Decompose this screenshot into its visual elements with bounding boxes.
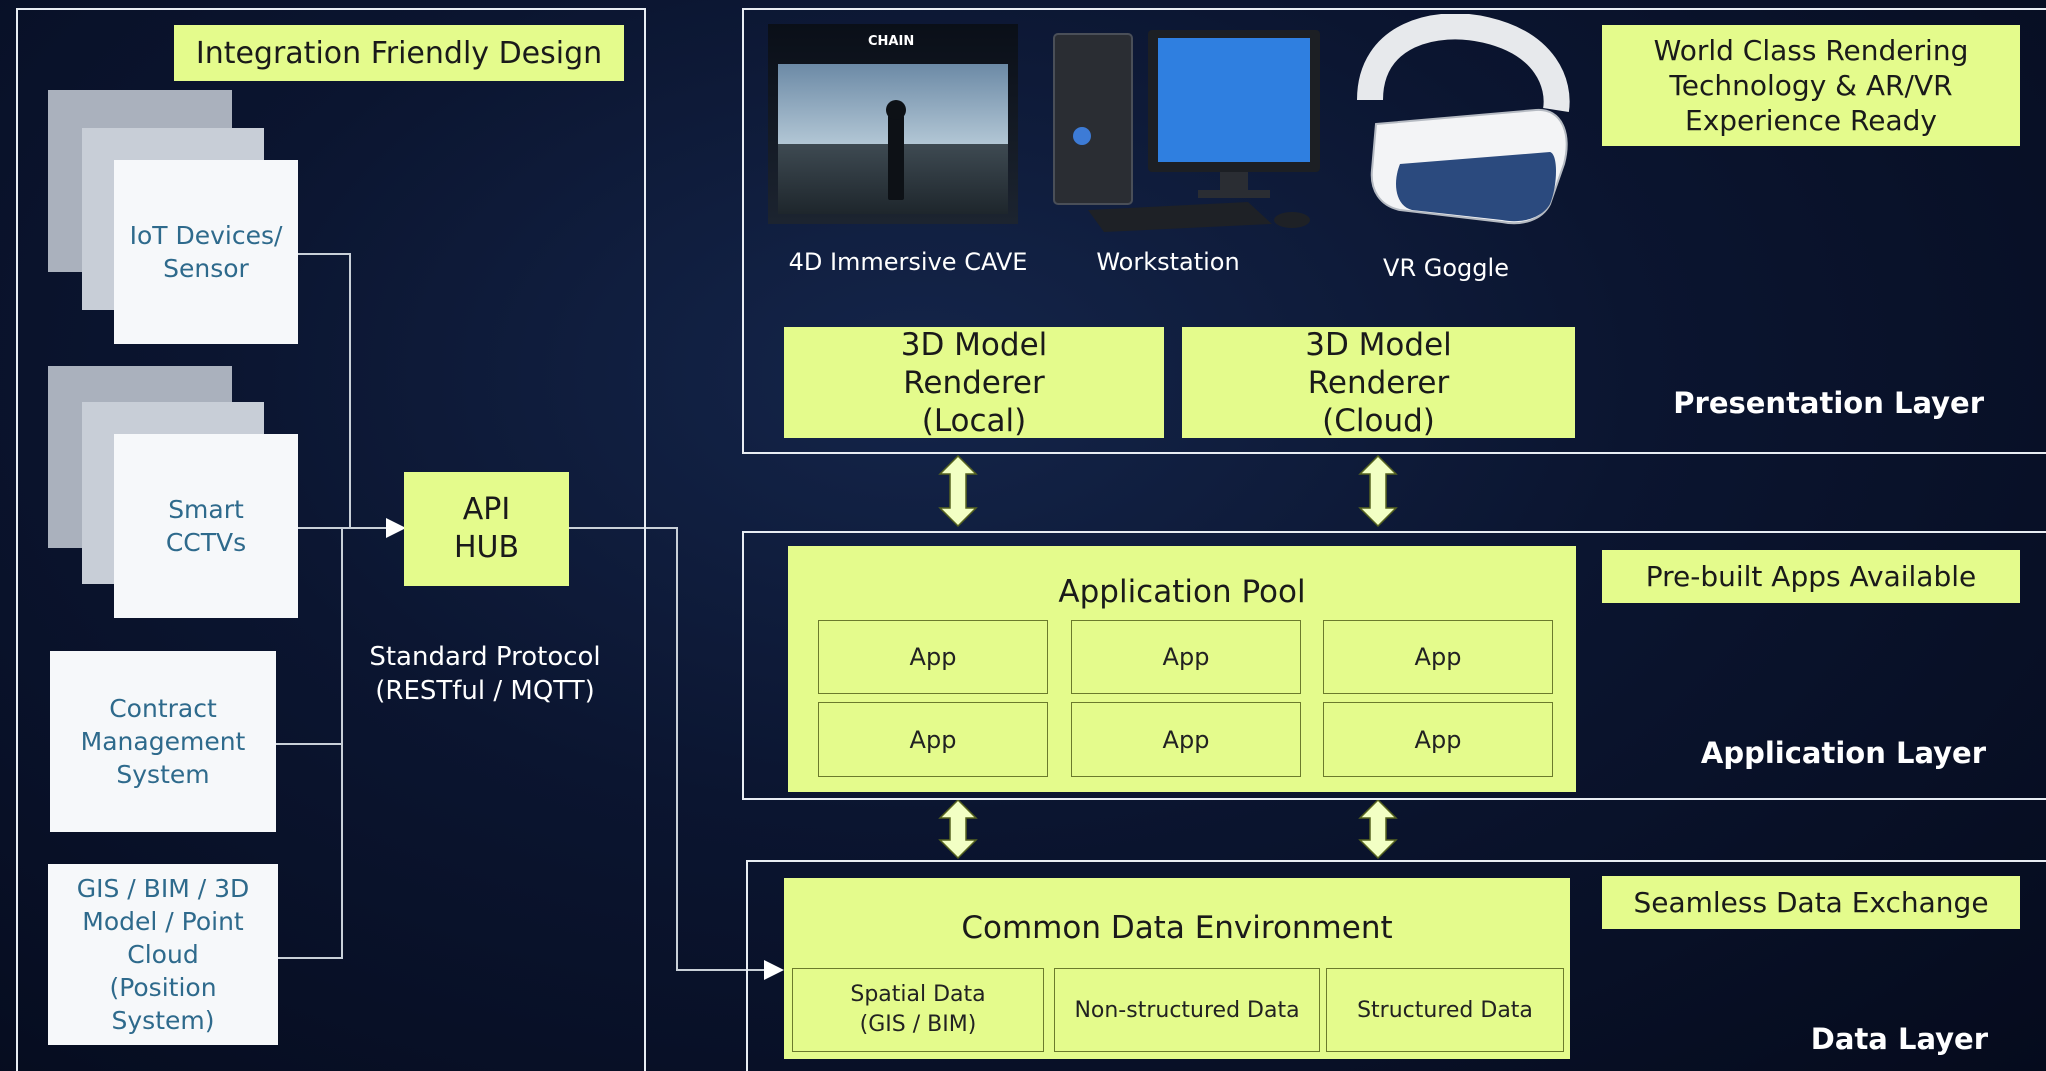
api-hub: API HUB <box>404 472 569 586</box>
integration-badge: Integration Friendly Design <box>174 25 624 81</box>
renderer-local: 3D Model Renderer (Local) <box>784 327 1164 439</box>
data-badge: Seamless Data Exchange <box>1602 876 2020 929</box>
presentation-layer-panel <box>742 8 2046 454</box>
application-pool: Application Pool App App App App App App <box>788 546 1576 792</box>
arrow-app-data-right <box>1358 798 1398 860</box>
arrow-app-data-left <box>938 798 978 860</box>
application-badge: Pre-built Apps Available <box>1602 550 2020 603</box>
app-tile: App <box>818 620 1048 694</box>
application-pool-title: Application Pool <box>1058 574 1306 610</box>
app-tile: App <box>1323 702 1553 777</box>
presentation-badge: World Class Rendering Technology & AR/VR… <box>1602 25 2020 146</box>
application-layer-panel <box>742 531 2046 800</box>
device-label-vr: VR Goggle <box>1383 254 1509 282</box>
cde-title: Common Data Environment <box>961 910 1393 946</box>
arrow-pres-app-left <box>938 454 978 528</box>
gis-bim-box: GIS / BIM / 3D Model / Point Cloud (Posi… <box>48 864 278 1045</box>
vr-goggle-image <box>1357 14 1570 225</box>
iot-sensor-box: IoT Devices/ Sensor <box>114 160 298 344</box>
app-tile: App <box>1071 620 1301 694</box>
data-layer-label: Data Layer <box>1810 1022 1988 1056</box>
iot-connector <box>298 253 351 528</box>
cave-image: CHAIN <box>768 24 1018 224</box>
device-label-cave: 4D Immersive CAVE <box>788 248 1028 276</box>
non-structured-data-store: Non-structured Data <box>1054 968 1320 1052</box>
structured-data-store: Structured Data <box>1326 968 1564 1052</box>
arrow-pres-app-right <box>1358 454 1398 528</box>
contract-management-box: Contract Management System <box>50 651 276 832</box>
source-connectors <box>276 253 784 980</box>
common-data-environment: Common Data Environment Spatial Data (GI… <box>784 878 1570 1059</box>
application-layer-label: Application Layer <box>1700 736 1986 770</box>
renderer-cloud: 3D Model Renderer (Cloud) <box>1182 327 1575 439</box>
app-tile: App <box>1071 702 1301 777</box>
smart-cctv-box: Smart CCTVs <box>114 434 298 618</box>
spatial-data-store: Spatial Data (GIS / BIM) <box>792 968 1044 1052</box>
device-label-workstation: Workstation <box>1096 248 1240 276</box>
layer-arrows <box>938 454 1398 860</box>
app-tile: App <box>1323 620 1553 694</box>
chain-logo-text: CHAIN <box>868 34 915 49</box>
app-tile: App <box>818 702 1048 777</box>
workstation-image <box>1053 30 1320 232</box>
integration-panel <box>16 8 646 1071</box>
hub-to-cde-arrow <box>569 527 784 980</box>
presentation-layer-label: Presentation Layer <box>1673 386 1984 420</box>
gis-connector <box>276 744 343 959</box>
data-layer-panel <box>746 860 2046 1071</box>
protocol-label: Standard Protocol (RESTful / MQTT) <box>369 642 601 706</box>
